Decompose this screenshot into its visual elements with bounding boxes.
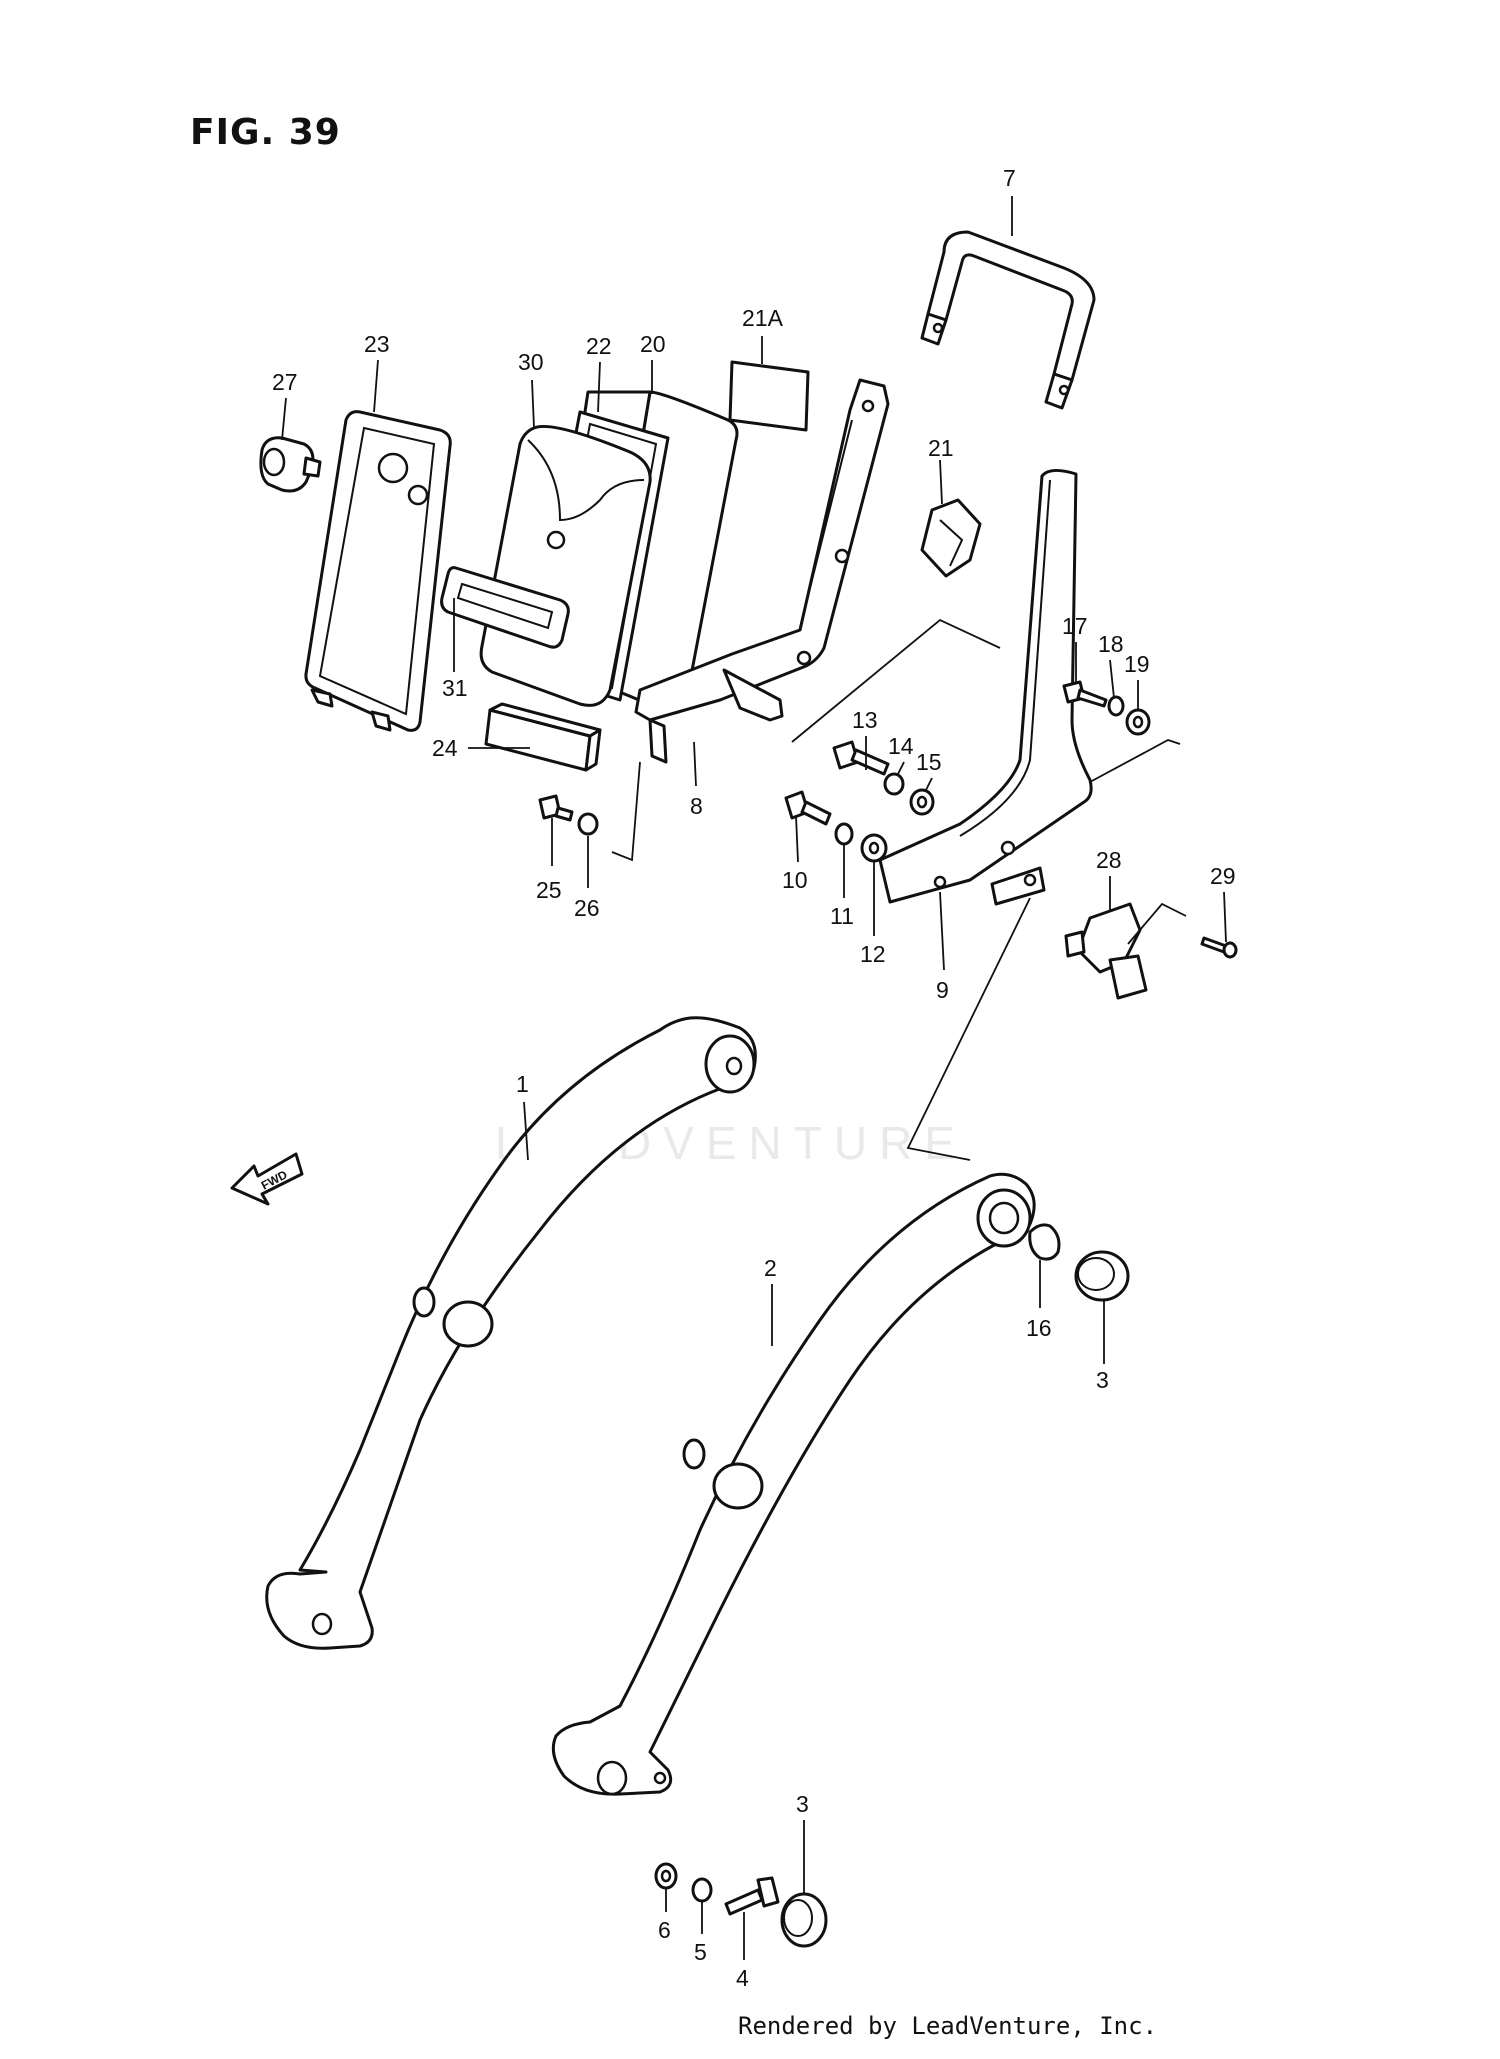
callout-7: 7	[1003, 165, 1016, 191]
callout-25: 25	[536, 877, 562, 903]
callout-14: 14	[888, 733, 914, 759]
part-21a-decal[interactable]	[728, 360, 810, 432]
callout-3-lower: 3	[796, 1791, 809, 1817]
hardware-bolts[interactable]	[538, 680, 1238, 959]
part-27-knob[interactable]	[259, 436, 322, 493]
part-24-block[interactable]	[484, 702, 602, 772]
part-8-bracket[interactable]	[634, 378, 890, 764]
part-1-rail[interactable]	[265, 1016, 757, 1650]
callout-26: 26	[574, 895, 600, 921]
callout-labels: 7 21A 21 20 22 30 23 27 31 24 8 25 26 13…	[272, 165, 1236, 1991]
part-4-bolt[interactable]	[724, 1876, 780, 1916]
callout-20: 20	[640, 331, 666, 357]
callout-6: 6	[658, 1917, 671, 1943]
footer-credit: Rendered by LeadVenture, Inc.	[738, 2012, 1158, 2040]
callout-3-upper: 3	[1096, 1367, 1109, 1393]
callout-23: 23	[364, 331, 390, 357]
callout-15: 15	[916, 749, 942, 775]
callout-16: 16	[1026, 1315, 1052, 1341]
callout-29: 29	[1210, 863, 1236, 889]
callout-leaders	[281, 196, 1227, 1960]
part-9-arm[interactable]	[878, 469, 1093, 906]
callout-18: 18	[1098, 631, 1124, 657]
callout-28: 28	[1096, 847, 1122, 873]
callout-12: 12	[860, 941, 886, 967]
callout-30: 30	[518, 349, 544, 375]
callout-1: 1	[516, 1071, 529, 1097]
callout-4: 4	[736, 1965, 749, 1991]
part-7-handle[interactable]	[920, 230, 1096, 410]
callout-10: 10	[782, 867, 808, 893]
callout-19: 19	[1124, 651, 1150, 677]
callout-2: 2	[764, 1255, 777, 1281]
part-3-cap-lower[interactable]	[780, 1892, 828, 1948]
callout-5: 5	[694, 1939, 707, 1965]
figure-title: FIG. 39	[190, 112, 341, 153]
callout-17: 17	[1062, 613, 1088, 639]
part-6-washer[interactable]	[654, 1862, 678, 1890]
part-23-cover-plate[interactable]	[304, 410, 452, 732]
callout-21: 21	[928, 435, 954, 461]
callout-8: 8	[690, 793, 703, 819]
part-21-clip[interactable]	[920, 498, 982, 578]
part-3-cap-upper[interactable]	[1074, 1250, 1130, 1302]
part-28-switch[interactable]	[1064, 902, 1148, 1000]
callout-21a: 21A	[742, 305, 784, 331]
part-16-nut[interactable]	[1028, 1223, 1061, 1261]
assembly-lines	[611, 618, 1187, 1161]
callout-13: 13	[852, 707, 878, 733]
callout-24: 24	[432, 735, 458, 761]
callout-31: 31	[442, 675, 468, 701]
callout-9: 9	[936, 977, 949, 1003]
part-31-strap[interactable]	[440, 566, 570, 649]
part-2-rail[interactable]	[551, 1172, 1036, 1796]
callout-27: 27	[272, 369, 298, 395]
fwd-arrow-icon: FWD	[230, 1152, 304, 1206]
callout-11: 11	[830, 903, 854, 929]
part-5-washer[interactable]	[691, 1877, 713, 1903]
callout-22: 22	[586, 333, 612, 359]
